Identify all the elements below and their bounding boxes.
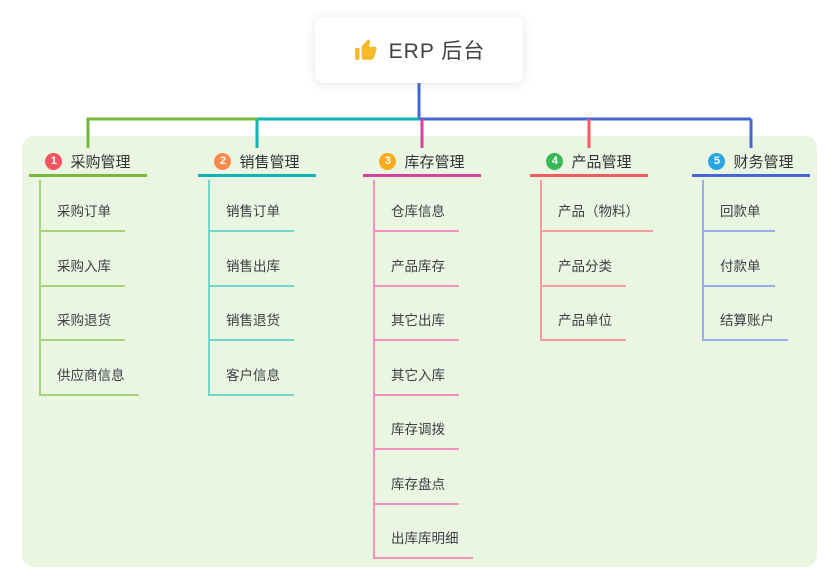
- branch-2: 2 销售管理销售订单销售出库销售退货客户信息: [198, 0, 358, 588]
- branch-2-child-node[interactable]: 销售出库: [208, 258, 294, 287]
- branch-3-child-node[interactable]: 库存调拨: [373, 421, 459, 450]
- branch-4-title[interactable]: 4 产品管理: [530, 148, 648, 177]
- branch-3-child-node[interactable]: 其它出库: [373, 312, 459, 341]
- branch-3-child-node[interactable]: 仓库信息: [373, 203, 459, 232]
- branch-4-child-node[interactable]: 产品单位: [540, 312, 626, 341]
- branch-1-number-badge: 1: [45, 152, 63, 170]
- branch-5-child-node[interactable]: 付款单: [702, 258, 775, 287]
- branch-1-child-node[interactable]: 采购退货: [39, 312, 125, 341]
- branch-5-child-node[interactable]: 回款单: [702, 203, 775, 232]
- branch-3-label: 库存管理: [404, 153, 465, 171]
- branch-2-number-badge: 2: [214, 152, 232, 170]
- branch-1-child-node[interactable]: 采购入库: [39, 258, 125, 287]
- branch-3-child-node[interactable]: 其它入库: [373, 367, 459, 396]
- branch-1: 1 采购管理采购订单采购入库采购退货供应商信息: [29, 0, 189, 588]
- branch-2-label: 销售管理: [239, 153, 300, 171]
- branch-4-child-connector: [540, 180, 542, 341]
- branch-4: 4 产品管理产品（物料） 产品分类产品单位: [530, 0, 690, 588]
- branch-2-child-node[interactable]: 销售退货: [208, 312, 294, 341]
- branch-5-title[interactable]: 5 财务管理: [692, 148, 810, 177]
- root-node[interactable]: ERP 后台: [315, 17, 523, 83]
- branch-1-child-connector: [39, 180, 41, 396]
- branch-1-child-node[interactable]: 采购订单: [39, 203, 125, 232]
- branch-4-child-node[interactable]: 产品（物料）: [540, 203, 653, 232]
- branch-3-title[interactable]: 3 库存管理: [363, 148, 481, 177]
- branch-1-label: 采购管理: [70, 153, 131, 171]
- branch-4-label: 产品管理: [571, 153, 632, 171]
- thumbs-up-icon: [353, 37, 379, 63]
- branch-4-number-badge: 4: [546, 152, 564, 170]
- branch-5-number-badge: 5: [708, 152, 726, 170]
- branch-2-child-connector: [208, 180, 210, 396]
- branch-3-child-node[interactable]: 库存盘点: [373, 476, 459, 505]
- branch-2-child-node[interactable]: 客户信息: [208, 367, 294, 396]
- branch-5-label: 财务管理: [733, 153, 794, 171]
- branch-3-number-badge: 3: [379, 152, 397, 170]
- branch-2-child-node[interactable]: 销售订单: [208, 203, 294, 232]
- branch-3-child-node[interactable]: 产品库存: [373, 258, 459, 287]
- branch-1-title[interactable]: 1 采购管理: [29, 148, 147, 177]
- branch-3-child-node[interactable]: 出库库明细: [373, 530, 473, 559]
- branch-5: 5 财务管理回款单付款单结算账户: [692, 0, 839, 588]
- branches-panel: [22, 136, 817, 567]
- branch-3-child-connector: [373, 180, 375, 559]
- branch-5-child-node[interactable]: 结算账户: [702, 312, 788, 341]
- branch-1-child-node[interactable]: 供应商信息: [39, 367, 139, 396]
- branch-5-child-connector: [702, 180, 704, 341]
- branch-3: 3 库存管理仓库信息产品库存其它出库其它入库库存调拨库存盘点出库库明细: [363, 0, 523, 588]
- branch-2-title[interactable]: 2 销售管理: [198, 148, 316, 177]
- branch-4-child-node[interactable]: 产品分类: [540, 258, 626, 287]
- root-label: ERP 后台: [388, 40, 486, 63]
